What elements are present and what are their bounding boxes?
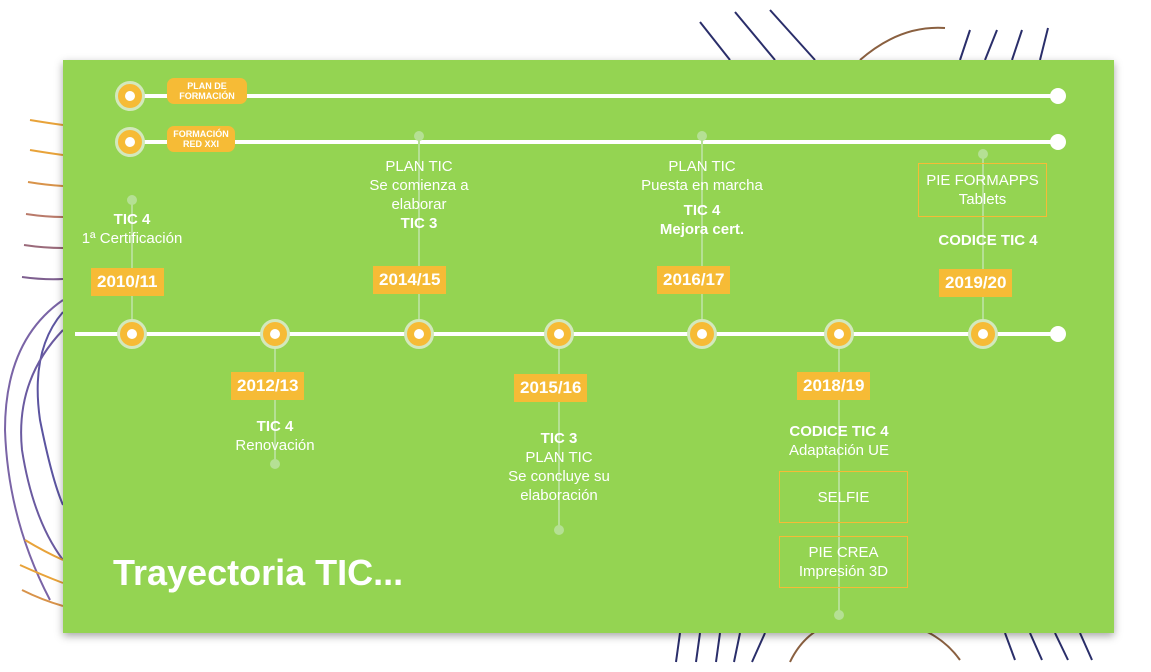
milestone-2012-text: TIC 4 Renovación — [235, 418, 315, 454]
timeline-node-2016 — [687, 319, 717, 349]
year-label-2019: 2019/20 — [939, 269, 1013, 297]
track-node-plan-formacion — [115, 81, 145, 111]
milestone-2010-text: TIC 4 1ª Certificación — [81, 211, 183, 247]
timeline-node-2012 — [260, 319, 290, 349]
track-label-formacion-red: FORMACIÓN RED XXI — [167, 126, 235, 152]
milestone-2018-text: CODICE TIC 4 Adaptación UE — [788, 423, 890, 459]
year-label-2015: 2015/16 — [514, 374, 588, 402]
year-label-2014: 2014/15 — [373, 266, 447, 294]
timeline-node-2019 — [968, 319, 998, 349]
timeline-node-2010 — [117, 319, 147, 349]
milestone-2016-text: PLAN TIC Puesta en marcha TIC 4 Mejora c… — [641, 158, 763, 238]
year-label-2012: 2012/13 — [231, 372, 305, 400]
milestone-2019-text: CODICE TIC 4 — [938, 232, 1038, 249]
slide-title: Trayectoria TIC... — [113, 552, 404, 593]
year-label-2010: 2010/11 — [91, 268, 164, 296]
timeline-node-2018 — [824, 319, 854, 349]
timeline-end-cap — [1050, 326, 1066, 342]
milestone-2014-text: PLAN TIC Se comienza a elaborar TIC 3 — [369, 158, 469, 232]
year-label-2016: 2016/17 — [657, 266, 731, 294]
timeline-node-2014 — [404, 319, 434, 349]
box-selfie: SELFIE — [779, 471, 908, 523]
box-pie-crea: PIE CREA Impresión 3D — [779, 536, 908, 588]
track-label-plan-formacion: PLAN DE FORMACIÓN — [167, 78, 247, 104]
timeline-slide: PLAN DE FORMACIÓN FORMACIÓN RED XXI TIC … — [63, 60, 1114, 633]
milestone-2015-text: TIC 3 PLAN TIC Se concluye su elaboració… — [508, 430, 610, 504]
track-node-formacion-red — [115, 127, 145, 157]
track-end-cap — [1050, 88, 1066, 104]
track-end-cap — [1050, 134, 1066, 150]
box-pie-formapps: PIE FORMAPPS Tablets — [918, 163, 1047, 217]
timeline-node-2015 — [544, 319, 574, 349]
year-label-2018: 2018/19 — [797, 372, 871, 400]
